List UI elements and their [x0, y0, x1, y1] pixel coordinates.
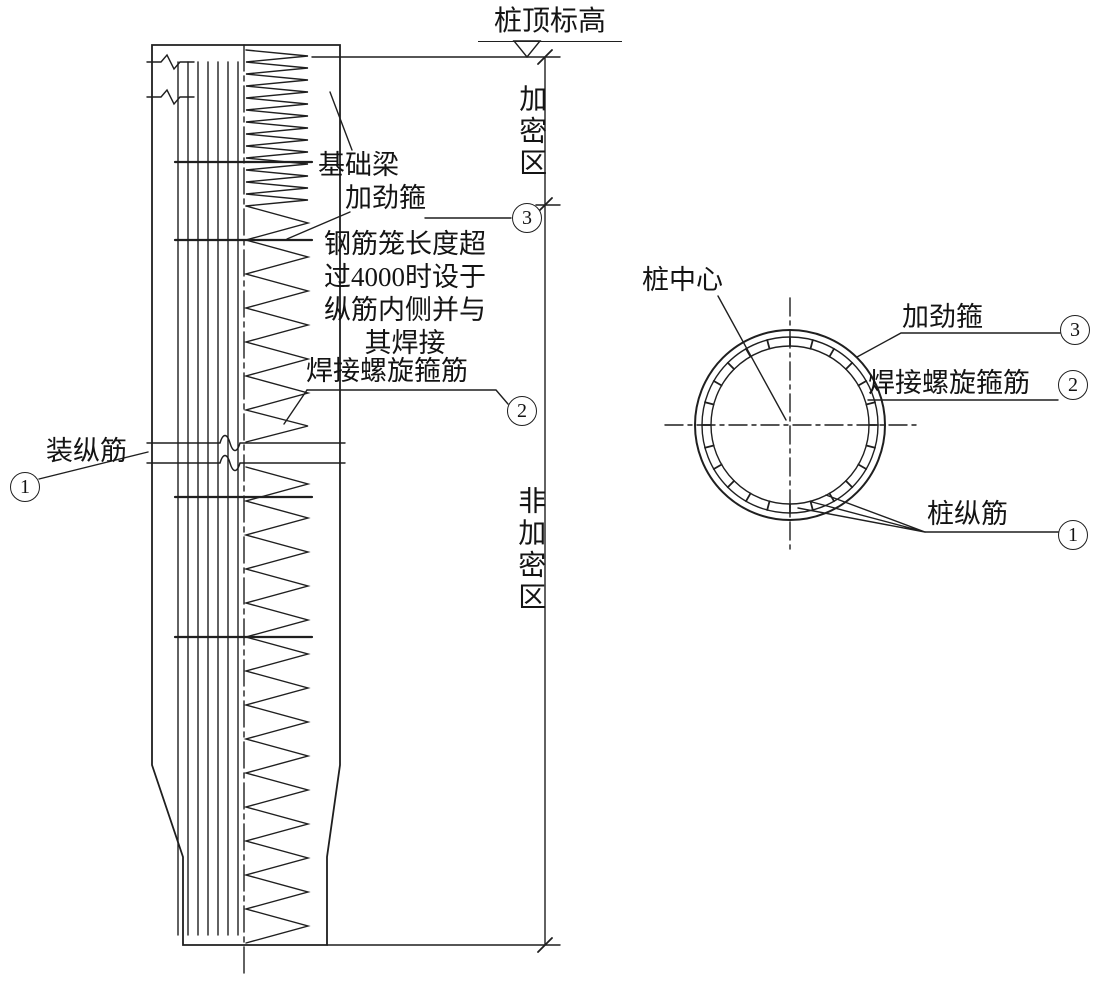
callout-2-plan: 2 [1058, 370, 1088, 400]
pile-top-elevation-label: 桩顶标高 [478, 6, 622, 43]
pile-outline [151, 44, 341, 946]
spiral-dense [245, 49, 309, 207]
welded-spiral-underline [306, 389, 509, 405]
welded-spiral-label: 焊接螺旋箍筋 [306, 356, 468, 386]
callout-1-section: 1 [10, 472, 40, 502]
callout-2-section: 2 [507, 396, 537, 426]
plan-longitudinal-bar-label: 桩纵筋 [927, 499, 1008, 529]
stiffening-hoop-label: 加劲箍 [345, 183, 426, 213]
non-dense-zone-label: 非加密区 [514, 486, 546, 614]
plan-stiffening-hoop-label: 加劲箍 [902, 302, 983, 332]
longitudinal-bar-leader [38, 451, 149, 480]
pile-center-label: 桩中心 [642, 265, 723, 295]
longitudinal-bar-label: 装纵筋 [46, 436, 127, 466]
foundation-beam-leader [329, 91, 353, 151]
plan-stiffening-hoop-leader [856, 332, 1061, 358]
pile-center-leader [717, 295, 787, 421]
elevation-triangle-icon [512, 40, 542, 59]
spiral-sparse-upper [243, 205, 311, 443]
dense-zone-label: 加密区 [515, 84, 547, 180]
spiral-sparse-lower [243, 466, 311, 944]
plan-welded-spiral-label: 焊接螺旋箍筋 [868, 368, 1030, 398]
longitudinal-bars [177, 61, 239, 936]
callout-1-plan: 1 [1058, 520, 1088, 550]
welded-spiral-leader [283, 389, 308, 425]
callout-3-plan: 3 [1060, 315, 1090, 345]
break-line-top [146, 53, 195, 106]
plan-longitudinal-leaders [797, 494, 926, 533]
dimension-ticks [537, 49, 553, 953]
cage-note: 钢筋笼长度超 过4000时设于 纵筋内侧并与 其焊接 [324, 229, 486, 358]
stiffening-hoops [173, 160, 314, 639]
stiffening-hoop-leader [286, 211, 351, 240]
break-line-mid [146, 434, 346, 472]
callout-3-section: 3 [512, 203, 542, 233]
dimension-extension-lines [311, 56, 561, 946]
foundation-beam-label: 基础梁 [318, 150, 399, 180]
